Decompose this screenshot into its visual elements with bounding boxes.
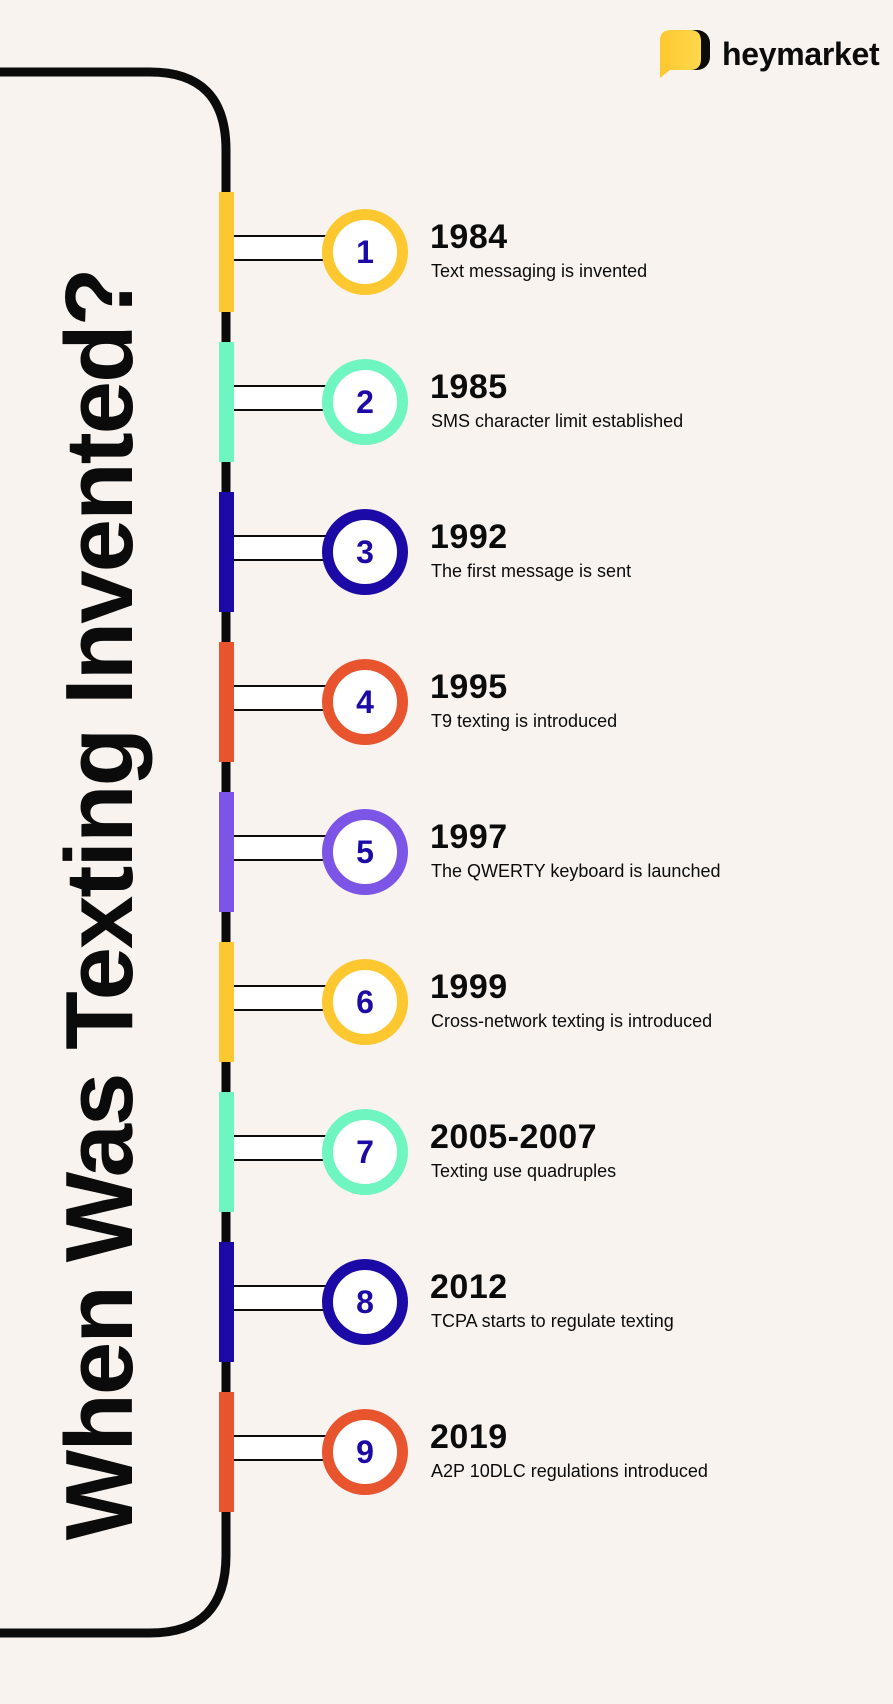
timeline-segment xyxy=(219,942,234,1062)
milestone-number: 2 xyxy=(356,384,374,420)
timeline-segment xyxy=(219,792,234,912)
timeline-connector xyxy=(234,685,326,711)
milestone-circle: 1 xyxy=(322,209,408,295)
milestone-number: 3 xyxy=(356,534,374,570)
timeline-segment xyxy=(219,192,234,312)
milestone-number: 8 xyxy=(356,1284,374,1320)
milestone-year: 2019 xyxy=(430,1418,508,1456)
milestone-year: 2012 xyxy=(430,1268,508,1306)
milestone-circle: 8 xyxy=(322,1259,408,1345)
timeline-connector xyxy=(234,385,326,411)
timeline-segment xyxy=(219,1092,234,1212)
milestone-circle: 2 xyxy=(322,359,408,445)
timeline-connector xyxy=(234,535,326,561)
milestone-number: 1 xyxy=(356,234,374,270)
brand-name: heymarket xyxy=(722,35,880,72)
timeline-connector xyxy=(234,985,326,1011)
milestone-description: The first message is sent xyxy=(431,561,632,581)
timeline-segment xyxy=(219,1242,234,1362)
milestone-circle: 3 xyxy=(322,509,408,595)
milestone-description: T9 texting is introduced xyxy=(431,711,618,731)
timeline-segment xyxy=(219,342,234,462)
milestone-circle: 9 xyxy=(322,1409,408,1495)
milestone-year: 1985 xyxy=(430,368,508,406)
timeline-item: 4 1995 T9 texting is introduced xyxy=(0,642,893,792)
timeline-connector xyxy=(234,835,326,861)
timeline-segment xyxy=(219,642,234,762)
milestone-year: 1995 xyxy=(430,668,508,706)
milestone-description: SMS character limit established xyxy=(431,411,684,431)
chat-bubble-icon xyxy=(656,28,714,80)
milestone-description: A2P 10DLC regulations introduced xyxy=(431,1461,708,1481)
milestone-description: Cross-network texting is introduced xyxy=(431,1011,713,1031)
timeline-segment xyxy=(219,1392,234,1512)
milestone-number: 7 xyxy=(356,1134,374,1170)
timeline-segment xyxy=(219,492,234,612)
milestone-description: Texting use quadruples xyxy=(431,1161,617,1181)
milestone-circle: 5 xyxy=(322,809,408,895)
timeline-connector xyxy=(234,1285,326,1311)
milestone-number: 9 xyxy=(356,1434,374,1470)
milestone-description: Text messaging is invented xyxy=(431,261,648,281)
heymarket-logo: heymarket xyxy=(656,28,880,80)
milestone-circle: 4 xyxy=(322,659,408,745)
milestone-number: 6 xyxy=(356,984,374,1020)
timeline-connector xyxy=(234,1435,326,1461)
milestone-year: 1992 xyxy=(430,518,508,556)
milestone-description: TCPA starts to regulate texting xyxy=(431,1311,674,1331)
timeline-connector xyxy=(234,1135,326,1161)
milestone-description: The QWERTY keyboard is launched xyxy=(431,861,721,881)
milestone-circle: 6 xyxy=(322,959,408,1045)
milestone-circle: 7 xyxy=(322,1109,408,1195)
milestone-year: 1999 xyxy=(430,968,508,1006)
milestone-number: 5 xyxy=(356,834,374,870)
milestone-year: 1997 xyxy=(430,818,508,856)
milestone-year: 1984 xyxy=(430,218,508,256)
milestone-year: 2005-2007 xyxy=(430,1118,598,1156)
milestone-number: 4 xyxy=(356,684,374,720)
timeline-connector xyxy=(234,235,326,261)
